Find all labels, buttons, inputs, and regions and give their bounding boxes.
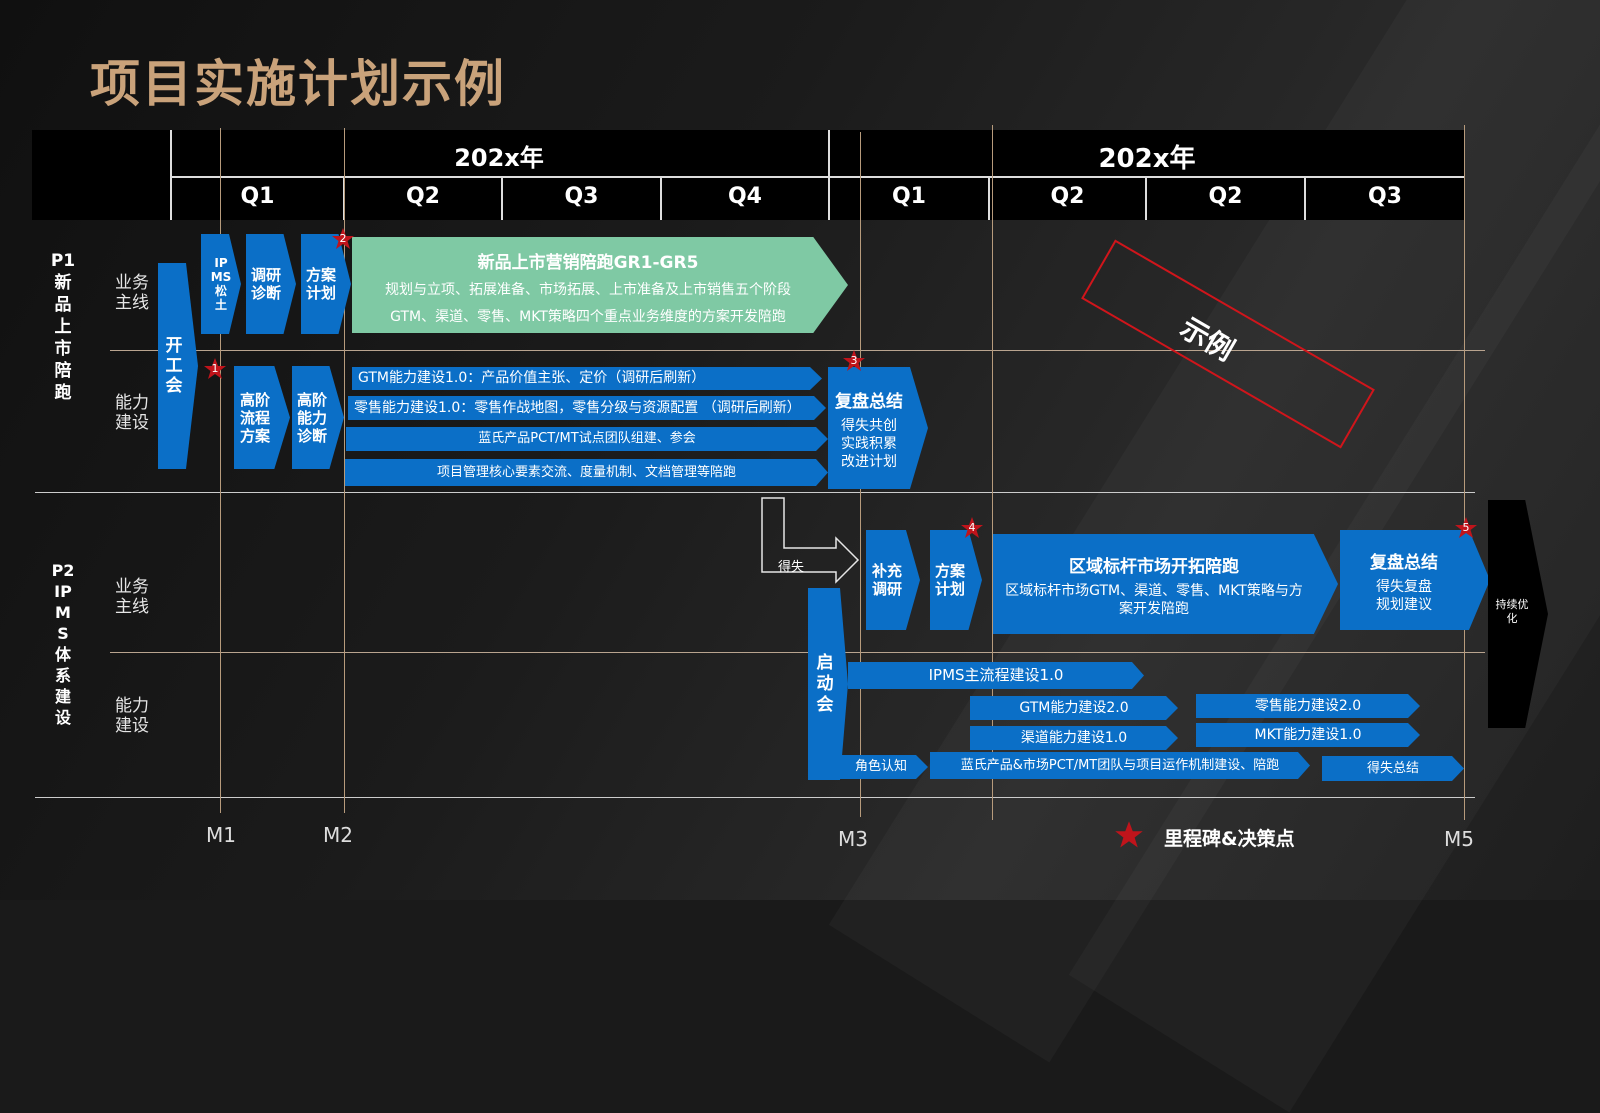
retail-2-bar: 零售能力建设2.0 [1196, 694, 1420, 718]
research-block: 调研 诊断 [246, 234, 296, 334]
milestone-star-4: 4 [960, 516, 984, 540]
row-label-capability: 能力 建设 [115, 393, 149, 433]
quarter-label: Q2 [1050, 184, 1085, 209]
gtm-2-bar: GTM能力建设2.0 [970, 696, 1178, 720]
quarter-label: Q3 [1367, 184, 1402, 209]
review-title: 复盘总结 [835, 392, 903, 412]
milestone-line-m2 [344, 128, 345, 813]
row-label-p2: P2 IP M S 体 系 建 设 [51, 561, 75, 727]
row-divider [110, 350, 1485, 351]
gain-loss-label: 得失 [778, 560, 805, 575]
row-divider [110, 652, 1485, 653]
review-block: 复盘总结 得失共创 实践积累 改进计划 [828, 367, 928, 489]
plan-block: 方案 计划 [301, 234, 351, 334]
quarter-line [992, 125, 993, 820]
gain-loss-arrow [761, 497, 860, 584]
review-body: 得失共创 实践积累 改进计划 [841, 418, 897, 470]
quarter-label: Q1 [240, 184, 275, 209]
page-title: 项目实施计划示例 [90, 55, 506, 113]
header-divider [170, 130, 172, 220]
marketing-run-block: 新品上市营销陪跑GR1-GR5 规划与立项、拓展准备、市场拓展、上市准备及上市销… [352, 237, 848, 333]
marketing-run-line: GTM、渠道、零售、MKT策略四个重点业务维度的方案开发陪跑 [390, 309, 786, 325]
quarter-label: Q1 [891, 184, 926, 209]
row-label-p1: P1 新 品 上 市 陪 跑 [50, 251, 76, 403]
regional-market-body: 区域标杆市场GTM、渠道、零售、MKT策略与方 案开发陪跑 [1005, 583, 1303, 617]
role-awareness-bar: 角色认知 [834, 755, 928, 779]
milestone-star-3: 3 [842, 349, 866, 373]
mkt-1-bar: MKT能力建设1.0 [1196, 723, 1420, 747]
year-label: 202x年 [454, 144, 544, 172]
legend-label: 里程碑&决策点 [1164, 828, 1295, 850]
quarter-label: Q3 [564, 184, 599, 209]
milestone-label: M1 [206, 823, 236, 847]
marketing-run-line: 规划与立项、拓展准备、市场拓展、上市准备及上市销售五个阶段 [385, 282, 791, 298]
row-label-business: 业务 主线 [115, 273, 149, 313]
gtm-capability-bar: GTM能力建设1.0：产品价值主张、定价（调研后刷新） [352, 367, 822, 390]
marketing-run-title: 新品上市营销陪跑GR1-GR5 [477, 253, 699, 273]
milestone-label: M5 [1444, 827, 1474, 851]
milestone-label: M3 [838, 827, 868, 851]
header-divider [828, 130, 830, 220]
section-divider [35, 797, 1475, 798]
regional-market-title: 区域标杆市场开拓陪跑 [1069, 557, 1239, 577]
project-mgmt-bar: 项目管理核心要素交流、度量机制、文档管理等陪跑 [345, 459, 828, 486]
header-divider [988, 176, 990, 220]
quarter-label: Q2 [1208, 184, 1243, 209]
header-divider [501, 176, 503, 220]
header-divider [1145, 176, 1147, 220]
milestone-star-1: 1 [203, 357, 227, 381]
section-divider [35, 492, 1475, 493]
pct-team-bar: 蓝氏产品PCT/MT试点团队组建、参会 [346, 427, 828, 451]
milestone-star-2: 2 [331, 227, 355, 251]
gain-loss-summary-bar: 得失总结 [1322, 756, 1464, 781]
row-label-capability: 能力 建设 [115, 696, 149, 736]
header-divider [660, 176, 662, 220]
milestone-label: M2 [323, 823, 353, 847]
regional-market-block: 区域标杆市场开拓陪跑 区域标杆市场GTM、渠道、零售、MKT策略与方 案开发陪跑 [993, 534, 1338, 634]
ipms-main-process-bar: IPMS主流程建设1.0 [848, 662, 1144, 689]
milestone-star-5: 5 [1454, 516, 1478, 540]
milestone-line-m5 [1464, 125, 1465, 820]
legend-star-icon [1114, 820, 1144, 850]
row-label-business: 业务 主线 [115, 577, 149, 617]
header-divider [170, 176, 1464, 178]
milestone-line-m1 [220, 128, 221, 813]
year-label: 202x年 [1098, 144, 1196, 174]
p2-review-title: 复盘总结 [1370, 553, 1438, 573]
timeline-header [32, 130, 1464, 220]
ongoing-optimization-label: 持续优 化 [1495, 598, 1529, 625]
quarter-label: Q4 [727, 184, 762, 209]
p2-review-block: 复盘总结 得失复盘 规划建议 [1340, 530, 1490, 630]
quarter-label: Q2 [405, 184, 440, 209]
p2-kickoff-block: 启 动 会 [808, 588, 848, 780]
retail-capability-bar: 零售能力建设1.0：零售作战地图，零售分级与资源配置 （调研后刷新） [348, 396, 826, 420]
channel-1-bar: 渠道能力建设1.0 [970, 726, 1178, 750]
team-mechanism-bar: 蓝氏产品&市场PCT/MT团队与项目运作机制建设、陪跑 [930, 752, 1310, 779]
header-divider [1304, 176, 1306, 220]
p2-review-body: 得失复盘 规划建议 [1376, 579, 1432, 613]
